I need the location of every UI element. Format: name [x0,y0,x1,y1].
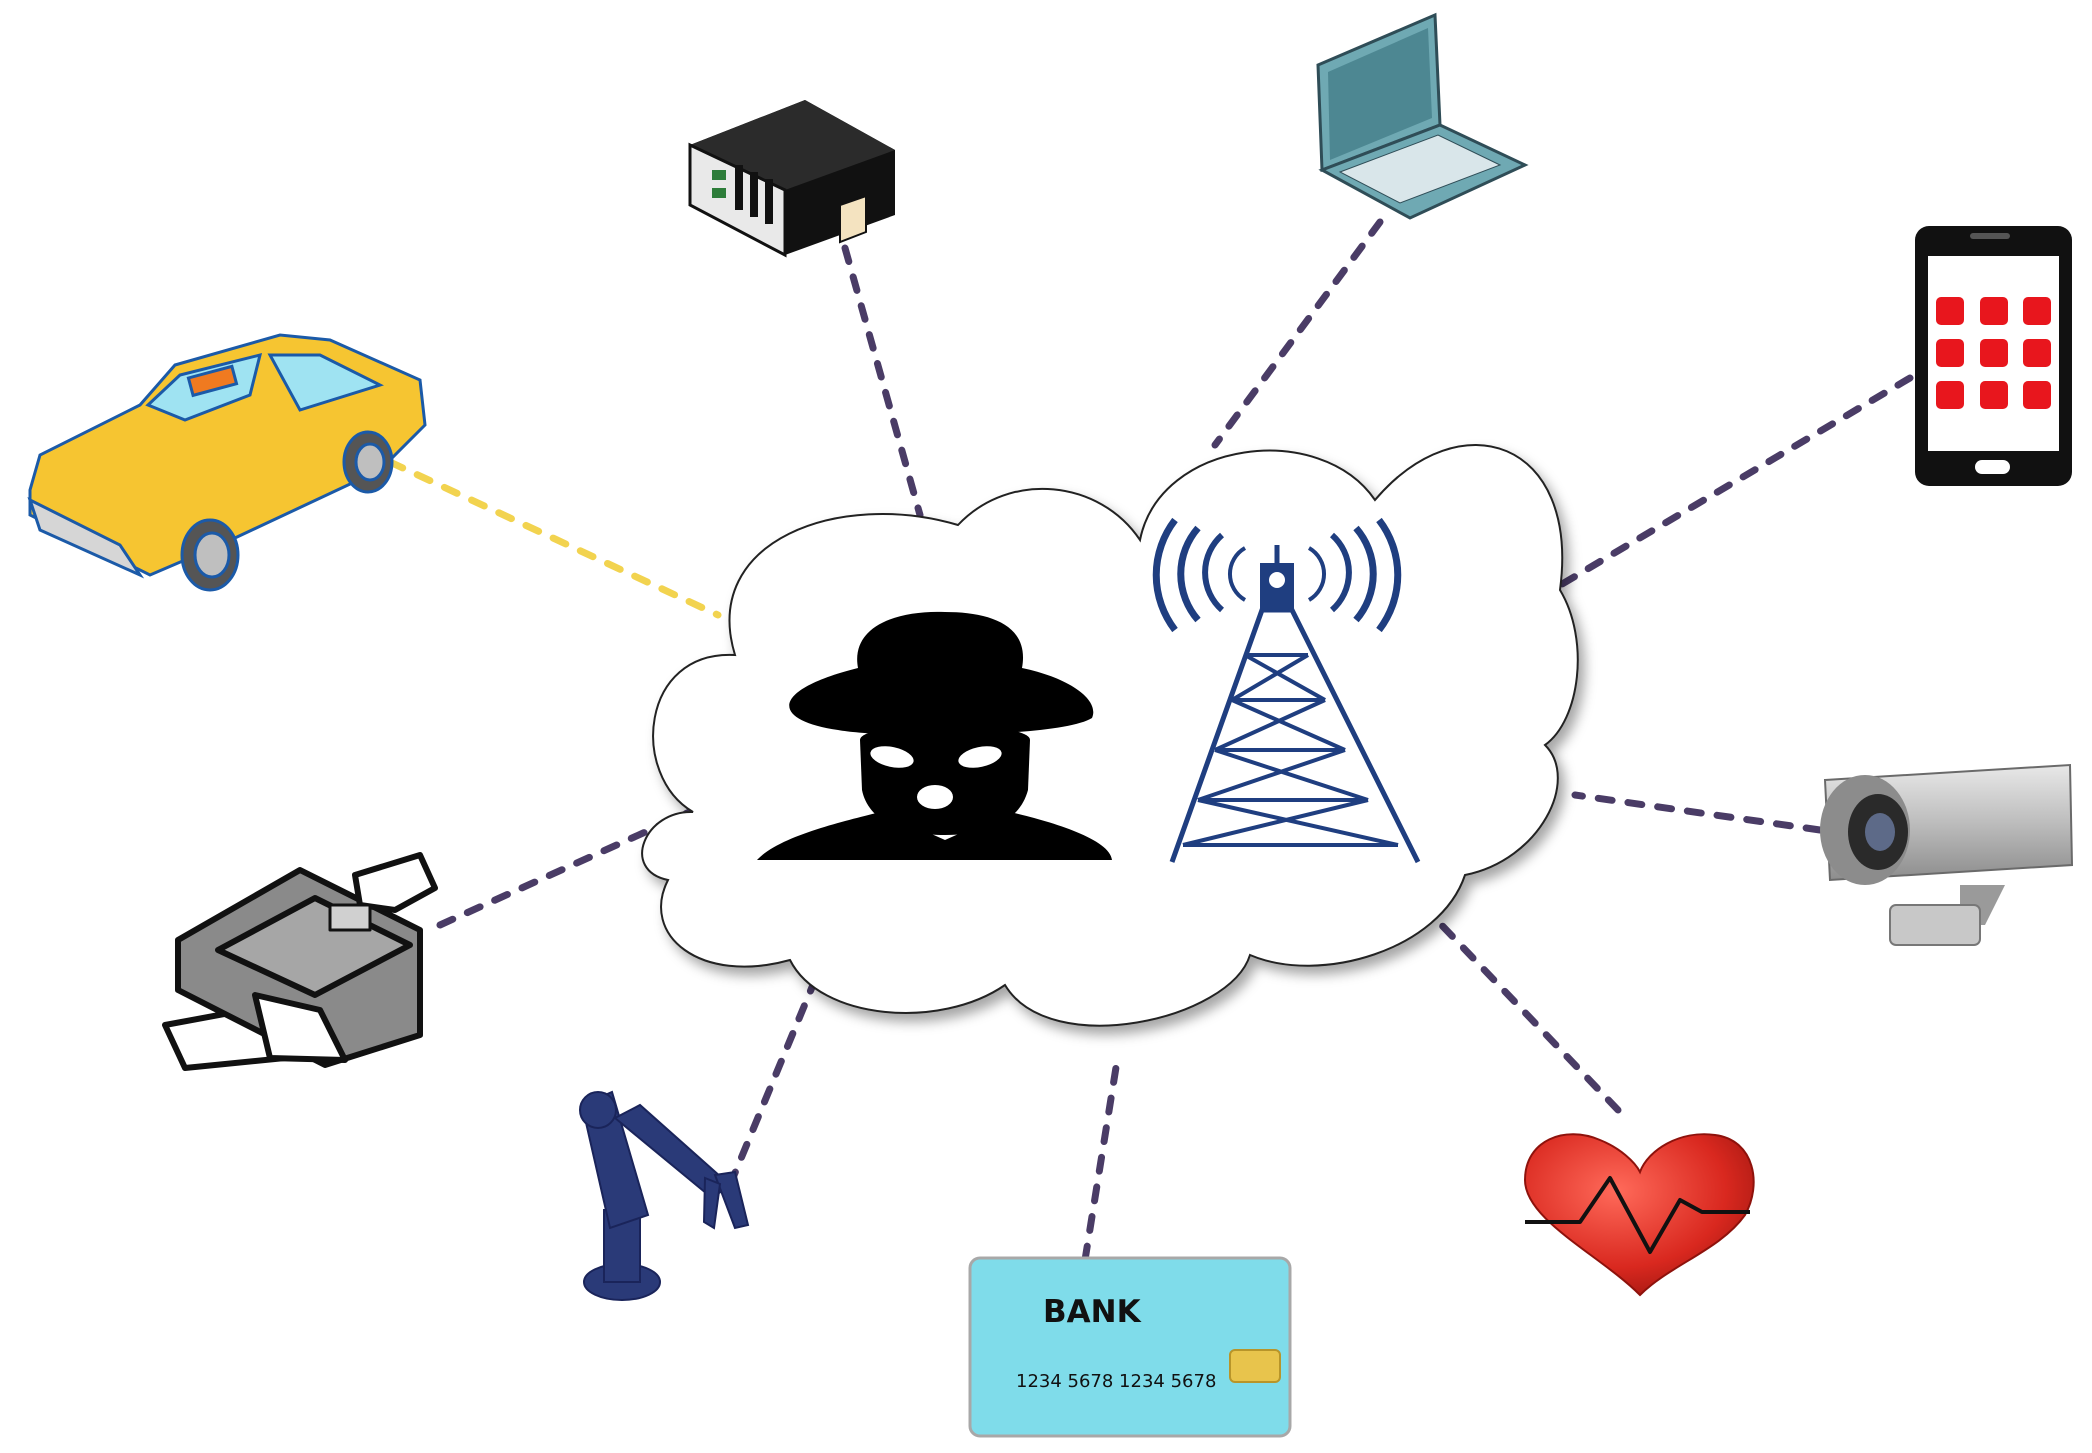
attacker-mouth [917,785,953,809]
taxi-icon [27,333,427,592]
cell-tower-icon [1152,517,1421,864]
smartphone-icon [1915,226,2072,486]
cloud-shape [641,444,1579,1027]
attacker-eye-right [958,746,1002,768]
laptop-icon [1316,12,1529,220]
security-camera-icon [1820,763,2074,946]
attacker-eye-left [870,746,914,768]
app-grid [1936,297,2051,409]
card-bank-label: BANK [1043,1294,1142,1330]
link-heart [1428,911,1622,1114]
cloud [641,444,1579,1027]
link-smartphone [1548,374,1914,594]
link-card [1081,1051,1122,1264]
card-number: 1234 5678 1234 5678 [1016,1371,1216,1392]
heart-monitor-icon [1523,1133,1755,1297]
robot-arm-icon [579,1090,750,1301]
attacker-body [757,812,1112,860]
server-icon [688,100,895,258]
link-server [841,244,924,519]
attacker-hat [789,611,1094,735]
fax-machine-icon [162,852,438,1071]
link-laptop [1211,218,1384,449]
link-taxi [386,458,722,619]
link-camera [1571,791,1824,834]
attacker-icon [757,611,1112,860]
link-robot-arm [726,976,819,1189]
card-chip [1229,1349,1281,1383]
credit-card-icon: BANK 1234 5678 1234 5678 [968,1256,1292,1438]
